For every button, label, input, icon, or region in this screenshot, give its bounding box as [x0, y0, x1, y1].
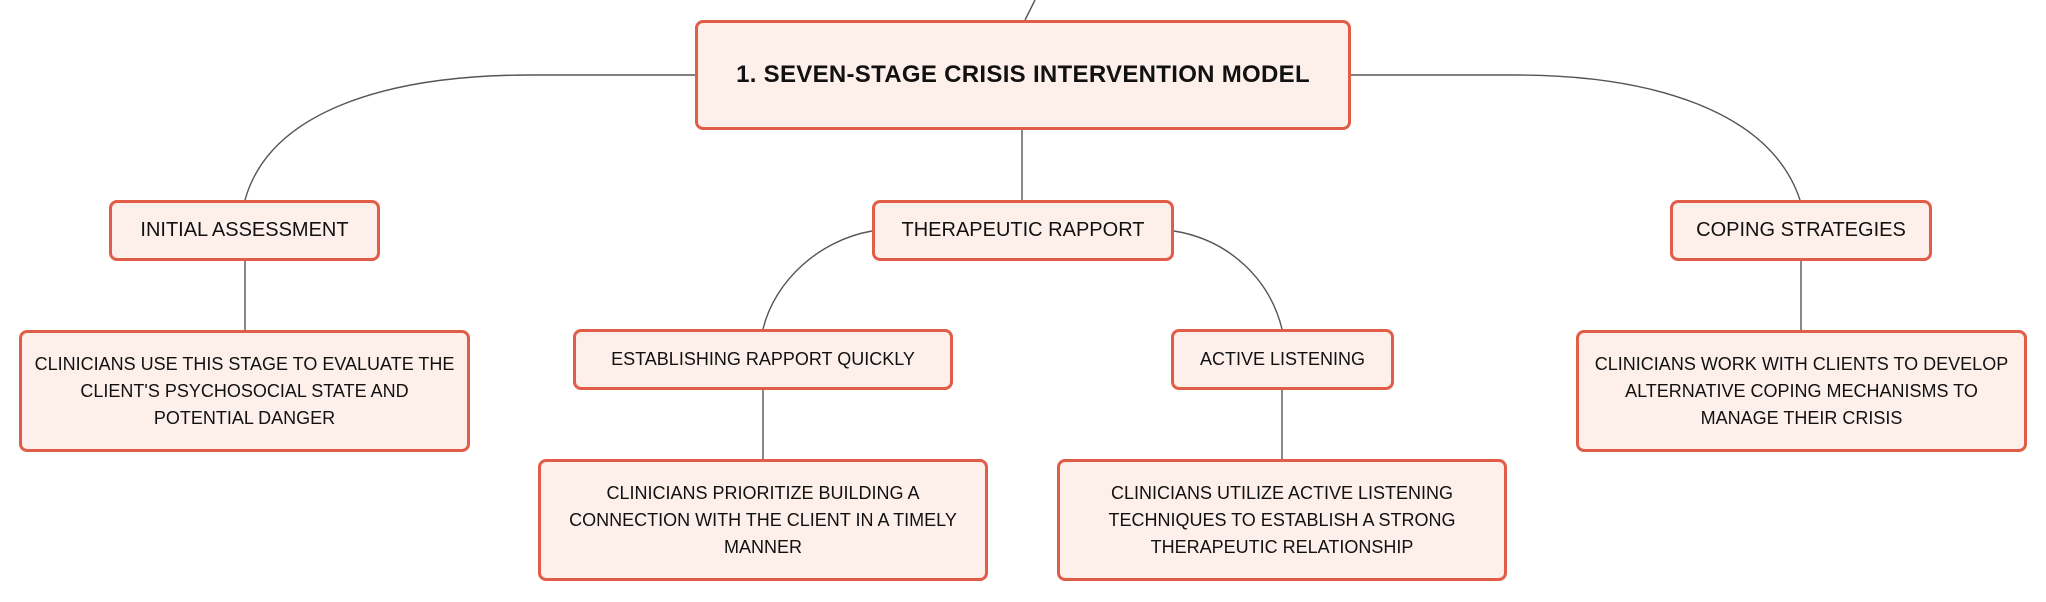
node-establishing-rapport-quickly[interactable]: ESTABLISHING RAPPORT QUICKLY: [573, 329, 953, 390]
connector-parent-to-root: [1024, 0, 1036, 21]
connector-rapport-to-establishing: [762, 230, 873, 330]
node-initial-assessment[interactable]: INITIAL ASSESSMENT: [109, 200, 380, 261]
root-node[interactable]: 1. SEVEN-STAGE CRISIS INTERVENTION MODEL: [695, 20, 1351, 130]
node-establishing-rapport-quickly-label: ESTABLISHING RAPPORT QUICKLY: [611, 349, 915, 369]
node-initial-assessment-detail-text: CLINICIANS USE THIS STAGE TO EVALUATE TH…: [34, 353, 455, 428]
node-therapeutic-rapport[interactable]: THERAPEUTIC RAPPORT: [872, 200, 1174, 261]
node-coping-strategies-label: COPING STRATEGIES: [1696, 219, 1906, 241]
node-therapeutic-rapport-label: THERAPEUTIC RAPPORT: [901, 219, 1145, 241]
node-coping-strategies[interactable]: COPING STRATEGIES: [1670, 200, 1932, 261]
node-establishing-rapport-detail-text: CLINICIANS PRIORITIZE BUILDING A CONNECT…: [569, 482, 957, 557]
node-coping-strategies-detail[interactable]: CLINICIANS WORK WITH CLIENTS TO DEVELOP …: [1576, 330, 2027, 452]
node-active-listening-detail[interactable]: CLINICIANS UTILIZE ACTIVE LISTENING TECH…: [1057, 459, 1507, 581]
node-active-listening[interactable]: ACTIVE LISTENING: [1171, 329, 1394, 390]
node-establishing-rapport-detail[interactable]: CLINICIANS PRIORITIZE BUILDING A CONNECT…: [538, 459, 988, 581]
root-node-label: 1. SEVEN-STAGE CRISIS INTERVENTION MODEL: [736, 61, 1310, 88]
node-initial-assessment-label: INITIAL ASSESSMENT: [140, 219, 349, 241]
connector-rapport-to-active-listening: [1173, 230, 1283, 330]
node-coping-strategies-detail-text: CLINICIANS WORK WITH CLIENTS TO DEVELOP …: [1594, 353, 2009, 428]
node-initial-assessment-detail[interactable]: CLINICIANS USE THIS STAGE TO EVALUATE TH…: [19, 330, 470, 452]
connector-root-to-coping-strategies: [1351, 74, 1801, 201]
node-active-listening-label: ACTIVE LISTENING: [1199, 349, 1366, 369]
node-active-listening-detail-text: CLINICIANS UTILIZE ACTIVE LISTENING TECH…: [1108, 482, 1456, 557]
connector-root-to-initial-assessment: [244, 74, 695, 201]
